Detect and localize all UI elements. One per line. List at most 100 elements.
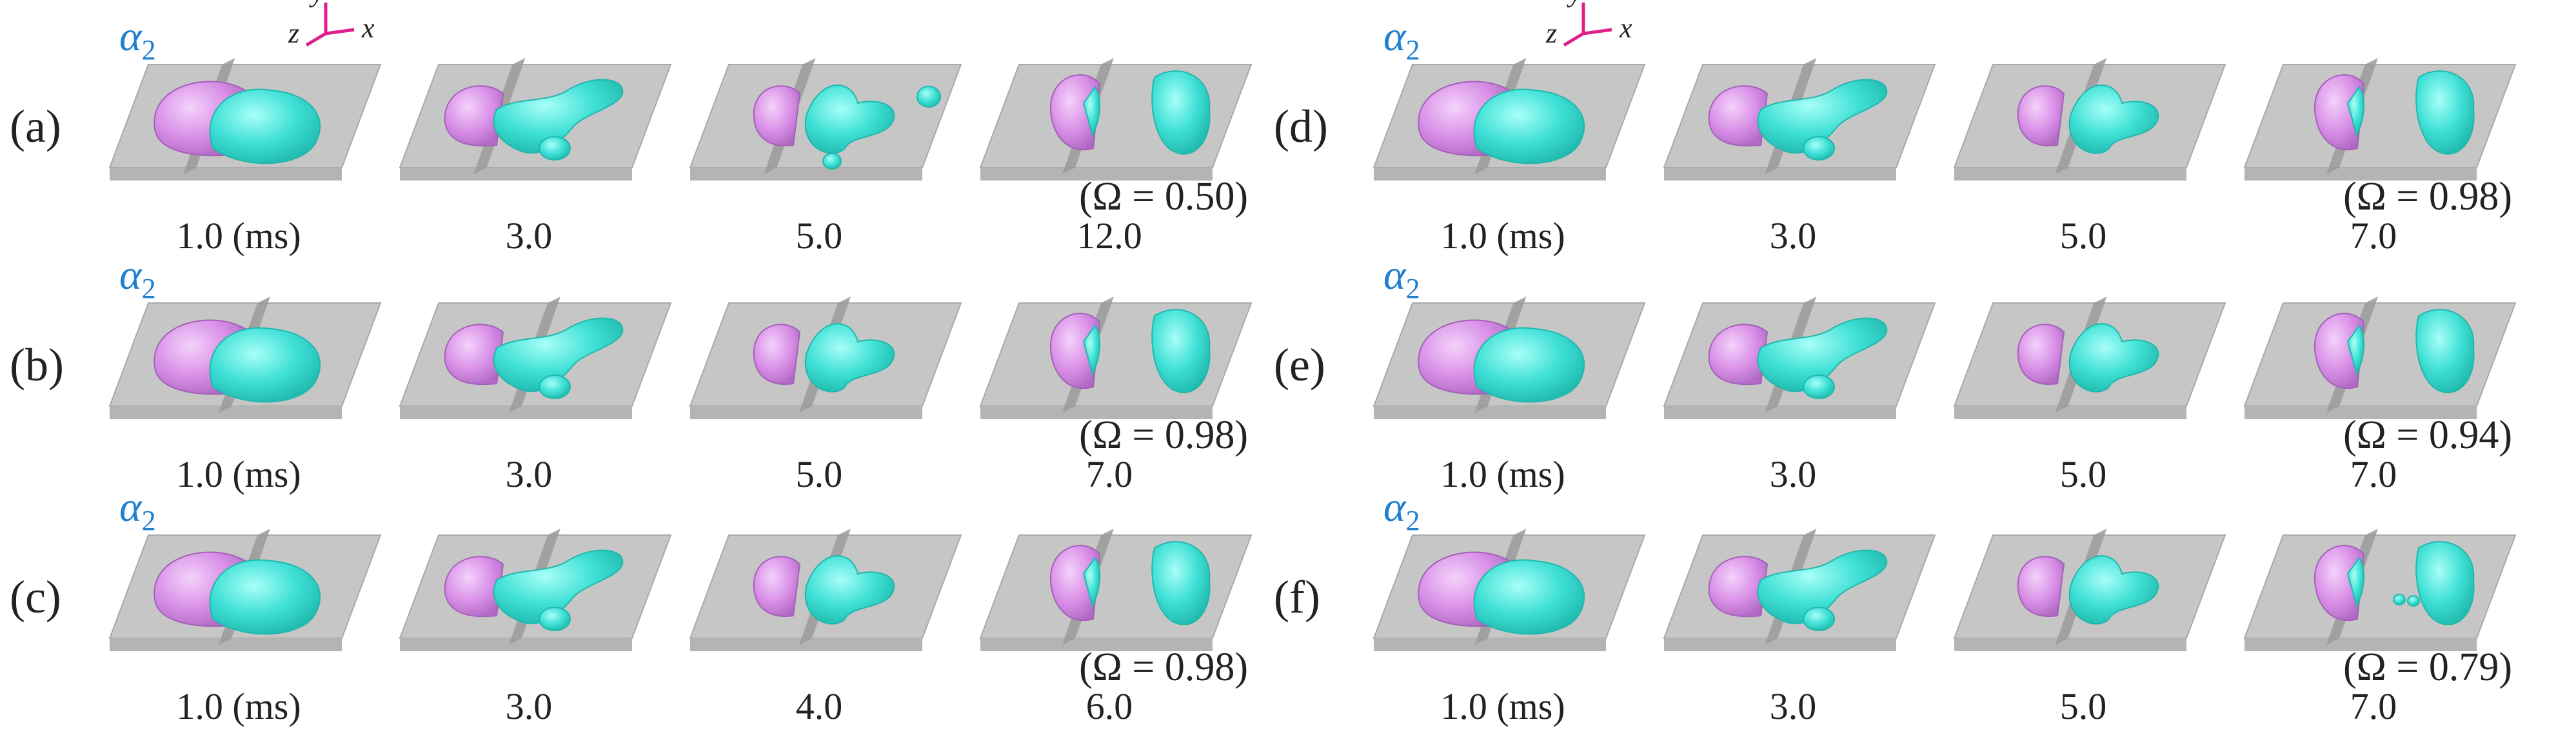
alpha-subscript: 2 <box>1406 273 1420 304</box>
cyan-lamella <box>1473 559 1585 635</box>
pink-droplet <box>444 556 504 618</box>
omega-value: (Ω = 0.98) <box>2343 175 2512 219</box>
pink-droplet <box>444 324 504 386</box>
omega-value: (Ω = 0.79) <box>2343 645 2512 689</box>
alpha2-label-d: α2 <box>1383 13 1420 66</box>
time-label: 3.0 <box>506 453 553 495</box>
cyan-ligament <box>804 555 895 625</box>
plate-edge <box>980 638 1213 651</box>
alpha-symbol: α <box>119 13 143 60</box>
snapshot-panel: 5.0 <box>689 297 962 495</box>
plate-edge <box>1954 638 2186 651</box>
cyan-ligament <box>2068 323 2159 393</box>
pink-droplet <box>2313 74 2365 151</box>
cyan-ligament <box>804 84 895 154</box>
cyan-satellite-droplet <box>1803 375 1835 399</box>
time-label: 7.0 <box>2350 685 2397 727</box>
snapshot-panel: 7.0 <box>2243 529 2517 727</box>
alpha2-label-f: α2 <box>1383 484 1420 536</box>
time-label: 4.0 <box>796 685 843 727</box>
alpha-subscript: 2 <box>1406 505 1420 536</box>
cyan-ligament <box>493 79 624 154</box>
pink-droplet <box>444 85 504 147</box>
cyan-lamella <box>1473 88 1585 164</box>
cyan-lamella <box>209 88 321 164</box>
time-label: 5.0 <box>2060 453 2107 495</box>
z-axis-arrow <box>1563 32 1585 47</box>
pink-droplet <box>2313 545 2365 622</box>
snapshot-panel: 3.0 <box>1663 297 1936 495</box>
time-label: 5.0 <box>796 215 843 257</box>
snapshot-panel: 3.0 <box>399 529 672 727</box>
cyan-satellite-droplet <box>1803 136 1835 161</box>
cyan-cap <box>1082 86 1100 137</box>
x-axis-label: x <box>361 12 375 44</box>
x-axis-arrow <box>1583 28 1612 35</box>
snapshot-panel: 5.0 <box>1953 297 2226 495</box>
time-label: 7.0 <box>2350 453 2397 495</box>
substrate-plate <box>979 534 1253 639</box>
snapshot-panel: 1.0 (ms) <box>108 297 382 495</box>
time-label: 5.0 <box>796 453 843 495</box>
time-label: 7.0 <box>2350 215 2397 257</box>
time-label: 1.0 (ms) <box>1440 453 1565 495</box>
cyan-satellite-droplet <box>539 375 571 399</box>
plate-edge <box>400 168 632 181</box>
pink-droplet <box>1049 313 1101 389</box>
substrate-plate <box>2243 64 2517 168</box>
omega-value: (Ω = 0.94) <box>2343 413 2512 457</box>
time-label: 1.0 (ms) <box>176 685 301 727</box>
x-axis-label: x <box>1619 12 1632 44</box>
alpha-symbol: α <box>119 484 143 531</box>
snapshot-panel: 7.0 <box>979 297 1253 495</box>
snapshot-panel: 7.0 <box>2243 58 2517 257</box>
snapshot-panel: 1.0 (ms) <box>1372 297 1646 495</box>
plate-edge <box>1374 406 1606 419</box>
cyan-detached-droplet <box>2415 541 2475 625</box>
pink-droplet <box>753 85 801 146</box>
pink-droplet <box>1049 545 1101 622</box>
pink-droplet <box>2017 85 2065 146</box>
plate-edge <box>1374 168 1606 181</box>
cyan-ligament <box>804 323 895 393</box>
plate-edge <box>110 168 342 181</box>
time-label: 5.0 <box>2060 215 2107 257</box>
time-label: 7.0 <box>1086 453 1133 495</box>
snapshot-panel: 5.0 <box>1953 529 2226 727</box>
snapshot-panel: 1.0 (ms) <box>108 58 382 257</box>
snapshot-panel: 3.0 <box>1663 58 1936 257</box>
cyan-satellite-droplet <box>2407 595 2420 607</box>
snapshot-panel: 6.0 <box>979 529 1253 727</box>
z-axis-arrow <box>305 32 327 47</box>
cyan-detached-droplet <box>1151 70 1211 155</box>
time-label: 3.0 <box>1770 685 1817 727</box>
alpha2-label-c: α2 <box>119 484 156 536</box>
substrate-plate <box>979 64 1253 168</box>
cyan-ligament <box>493 317 624 393</box>
plate-edge <box>1954 406 2186 419</box>
snapshot-panel: 1.0 (ms) <box>1372 529 1646 727</box>
row-label: (a) <box>10 101 61 152</box>
time-label: 6.0 <box>1086 685 1133 727</box>
cyan-ligament <box>493 549 624 625</box>
plate-edge <box>1664 638 1896 651</box>
snapshot-panel: 12.0 <box>979 58 1253 257</box>
alpha2-label-a: α2 <box>119 13 156 66</box>
time-label: 5.0 <box>2060 685 2107 727</box>
cyan-cap <box>2346 86 2364 137</box>
cyan-satellite-droplet <box>916 86 941 108</box>
plate-edge <box>2244 406 2477 419</box>
cyan-lamella <box>1473 327 1585 403</box>
alpha-symbol: α <box>1383 13 1407 60</box>
time-label: 3.0 <box>506 685 553 727</box>
cyan-cap <box>2346 324 2364 376</box>
cyan-ligament <box>1757 549 1888 625</box>
plate-edge <box>110 638 342 651</box>
alpha-symbol: α <box>1383 251 1407 299</box>
plate-edge <box>980 406 1213 419</box>
